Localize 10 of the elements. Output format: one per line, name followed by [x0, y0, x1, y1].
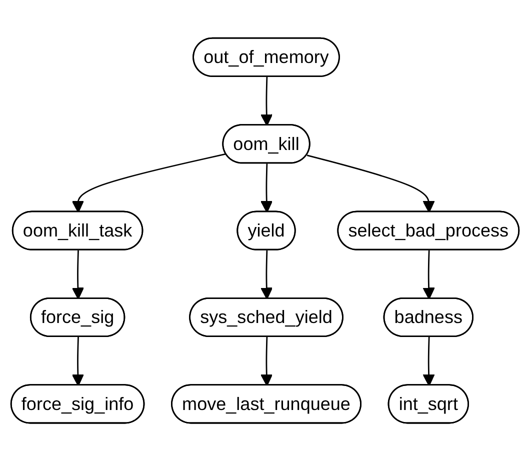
arrow	[260, 164, 273, 214]
arrow	[72, 337, 84, 387]
arrow	[260, 77, 273, 126]
arrow	[72, 250, 84, 300]
arrow	[260, 337, 273, 387]
arrow	[422, 250, 435, 300]
arrow	[422, 337, 435, 387]
arrow	[306, 155, 435, 214]
arrow	[72, 154, 226, 214]
arrow	[260, 250, 273, 300]
